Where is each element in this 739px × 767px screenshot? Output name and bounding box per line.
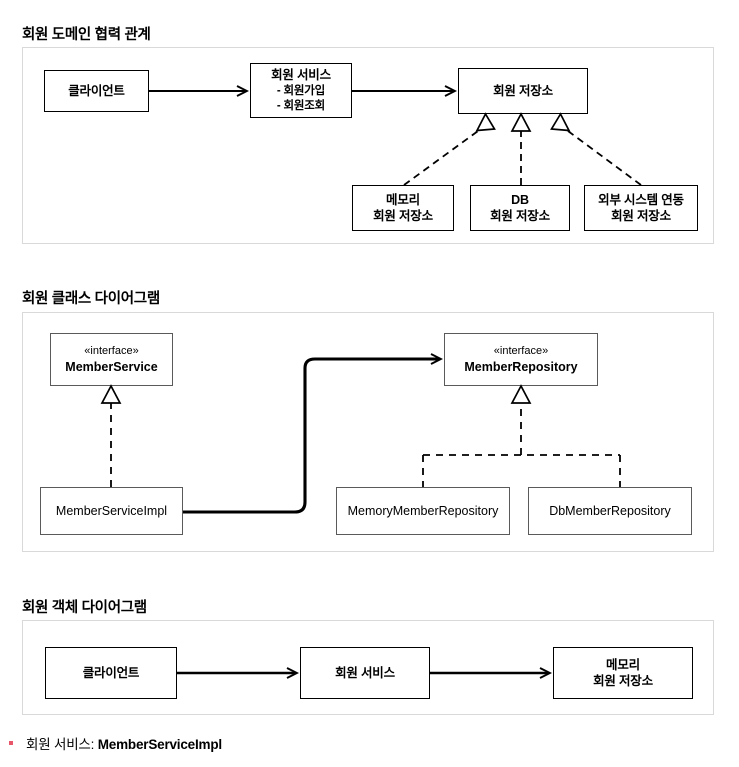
node-member-service-object: 회원 서비스 (300, 647, 430, 699)
footnote-strong: MemberServiceImpl (97, 737, 222, 752)
node-client-object-label: 클라이언트 (82, 665, 140, 680)
node-db-repository-domain-line1: DB (511, 192, 529, 207)
node-db-member-repository-name: DbMemberRepository (549, 503, 671, 518)
node-external-repository-domain-line2: 회원 저장소 (611, 209, 671, 223)
node-member-service-object-label: 회원 서비스 (335, 665, 395, 680)
footnote-member-service: 회원 서비스: MemberServiceImpl (26, 733, 222, 753)
node-member-service-domain-item-0: - 회원가입 (276, 84, 326, 97)
node-member-service-impl-name: MemberServiceImpl (55, 503, 168, 518)
node-memory-member-repository-object: 메모리 회원 저장소 (553, 647, 693, 699)
node-member-repository-interface: «interface» MemberRepository (444, 333, 598, 386)
node-member-repository-domain: 회원 저장소 (458, 68, 588, 114)
node-member-service-domain: 회원 서비스 - 회원가입 - 회원조회 (250, 63, 352, 118)
node-member-service-interface-stereotype: «interface» (84, 344, 139, 357)
footnote-prefix: 회원 서비스: (26, 737, 98, 752)
node-member-repository-domain-label: 회원 저장소 (493, 83, 553, 98)
node-memory-member-repository-object-line2: 회원 저장소 (593, 674, 653, 688)
node-external-repository-domain: 외부 시스템 연동 회원 저장소 (584, 185, 698, 231)
node-memory-member-repository-name: MemoryMemberRepository (347, 503, 499, 518)
node-db-repository-domain-line2: 회원 저장소 (490, 209, 550, 223)
node-client-domain: 클라이언트 (44, 70, 149, 112)
node-member-service-impl: MemberServiceImpl (40, 487, 183, 535)
section-title-class-diagram: 회원 클래스 다이어그램 (22, 291, 160, 307)
node-memory-member-repository-object-line1: 메모리 (606, 657, 640, 672)
node-db-repository-domain: DB 회원 저장소 (470, 185, 570, 231)
node-client-object: 클라이언트 (45, 647, 177, 699)
node-external-repository-domain-line1: 외부 시스템 연동 (598, 192, 684, 207)
node-member-service-domain-item-1: - 회원조회 (276, 99, 326, 112)
node-member-repository-interface-stereotype: «interface» (493, 344, 549, 357)
node-member-service-domain-title: 회원 서비스 (271, 68, 331, 83)
node-memory-repository-domain-line1: 메모리 (386, 192, 420, 207)
node-client-domain-label: 클라이언트 (68, 83, 125, 98)
node-member-repository-interface-name: MemberRepository (464, 359, 578, 374)
node-memory-repository-domain-line2: 회원 저장소 (373, 209, 433, 223)
node-member-service-interface: «interface» MemberService (50, 333, 173, 386)
node-memory-member-repository: MemoryMemberRepository (336, 487, 510, 535)
node-member-service-interface-name: MemberService (65, 359, 158, 374)
bullet-square-icon (9, 741, 13, 745)
node-memory-repository-domain: 메모리 회원 저장소 (352, 185, 454, 231)
section-title-object-diagram: 회원 객체 다이어그램 (22, 600, 147, 616)
section-title-domain-collaboration: 회원 도메인 협력 관계 (22, 27, 151, 43)
node-db-member-repository: DbMemberRepository (528, 487, 692, 535)
